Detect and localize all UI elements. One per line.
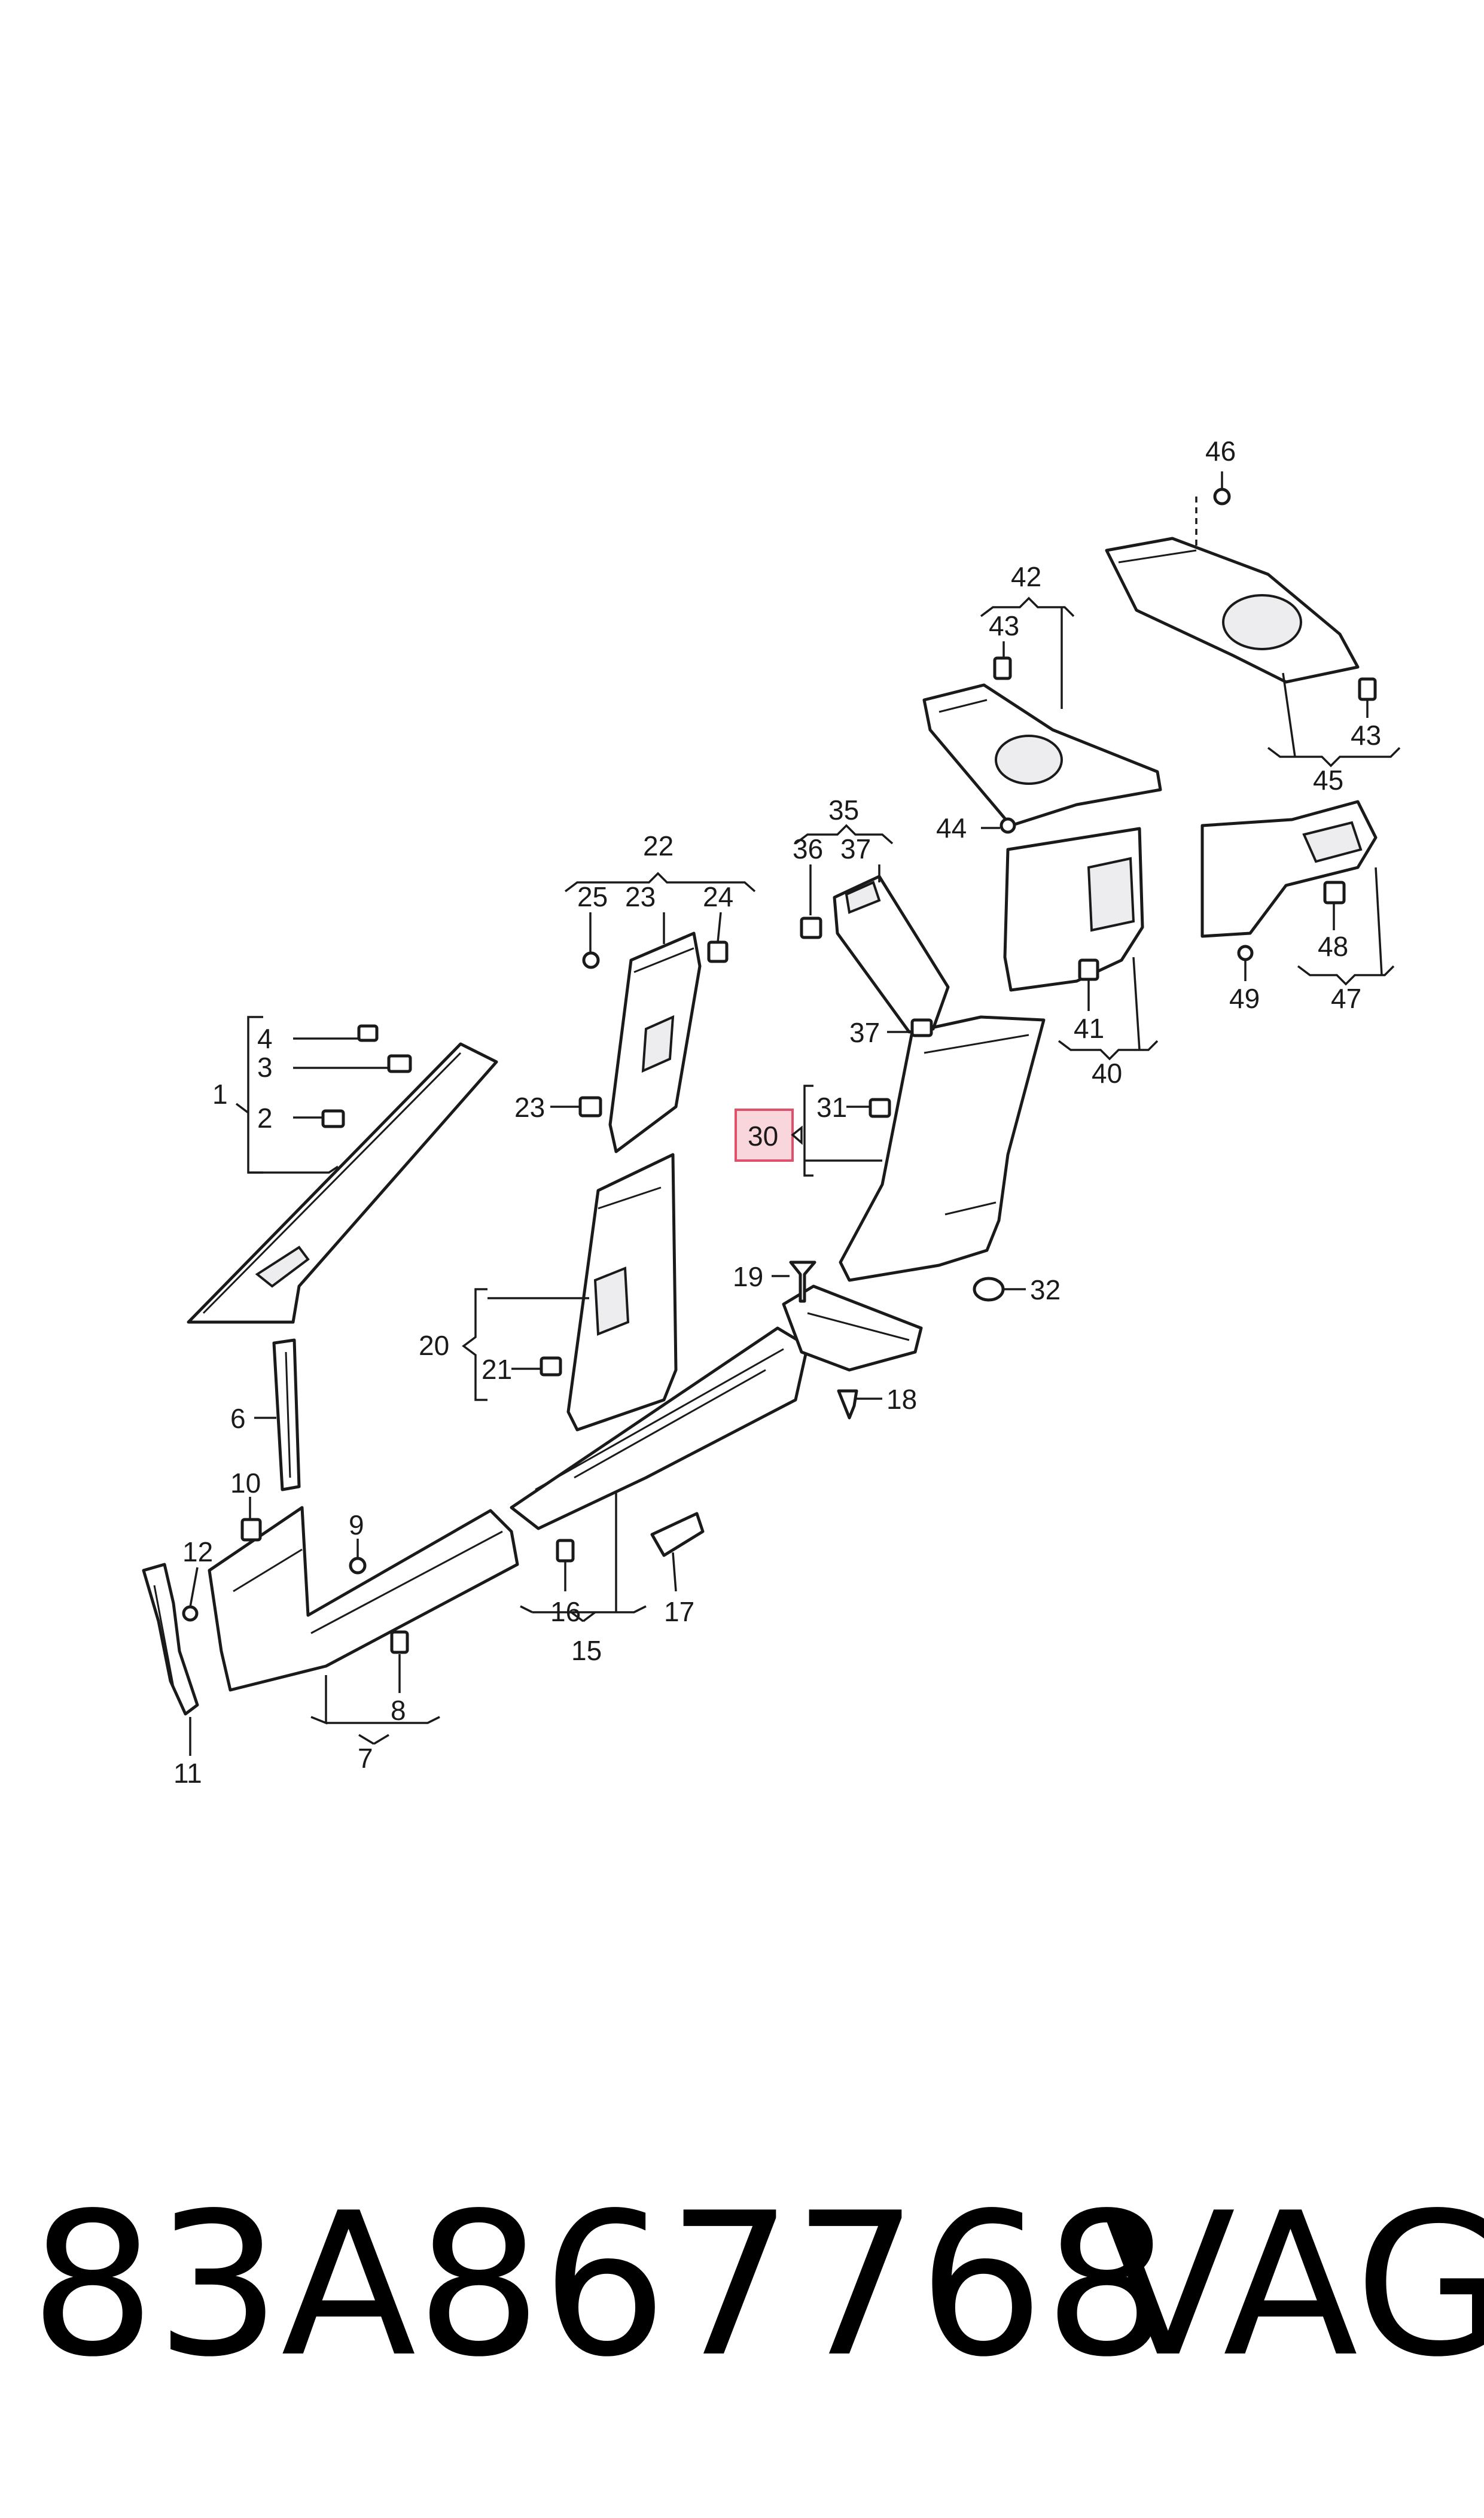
bracket-part bbox=[142, 1563, 199, 1716]
clip-31-shape bbox=[869, 1098, 891, 1118]
rear-side-trim-part bbox=[1200, 800, 1378, 938]
clip-36-shape bbox=[800, 917, 822, 939]
clip-8-shape bbox=[390, 1630, 409, 1654]
callout-18[interactable]: 18 bbox=[886, 1384, 917, 1415]
clip-37-shape bbox=[910, 1018, 933, 1037]
brand-label: VAG bbox=[1101, 2170, 1484, 2400]
callout-23-side[interactable]: 23 bbox=[514, 1092, 545, 1123]
upper-rear-housing-part bbox=[1105, 537, 1360, 684]
rear-speaker-housing-part bbox=[922, 683, 1162, 827]
callout-6[interactable]: 6 bbox=[230, 1403, 246, 1434]
strip-part bbox=[272, 1338, 301, 1491]
callout-47[interactable]: 47 bbox=[1331, 983, 1361, 1014]
callout-23-top[interactable]: 23 bbox=[625, 881, 656, 912]
part-number-label: 83A867768 bbox=[30, 2170, 1170, 2400]
callout-35[interactable]: 35 bbox=[828, 794, 859, 826]
clip-18-shape bbox=[837, 1389, 858, 1420]
callout-32[interactable]: 32 bbox=[1030, 1274, 1061, 1305]
callout-11[interactable]: 11 bbox=[173, 1758, 202, 1789]
clip-24-shape bbox=[707, 940, 729, 963]
rear-quarter-panel-part bbox=[1003, 827, 1144, 992]
screw-12-shape bbox=[182, 1605, 199, 1622]
leader-lines bbox=[189, 471, 1401, 1756]
callout-2[interactable]: 2 bbox=[257, 1103, 273, 1134]
callout-7[interactable]: 7 bbox=[358, 1743, 373, 1774]
callout-41[interactable]: 41 bbox=[1074, 1013, 1104, 1044]
callout-44[interactable]: 44 bbox=[936, 812, 967, 844]
b-pillar-upper-part bbox=[608, 931, 702, 1153]
callout-3[interactable]: 3 bbox=[257, 1052, 273, 1083]
b-pillar-lower-part bbox=[566, 1153, 678, 1432]
callout-37-side[interactable]: 37 bbox=[849, 1017, 880, 1048]
callout-46[interactable]: 46 bbox=[1205, 436, 1236, 467]
clip-3-shape bbox=[387, 1054, 412, 1073]
screw-9-shape bbox=[349, 1557, 367, 1575]
clip-16-shape bbox=[556, 1539, 575, 1563]
parts-drawings bbox=[142, 537, 1378, 1716]
callout-49[interactable]: 49 bbox=[1229, 983, 1260, 1014]
middle-sill-panel-part bbox=[510, 1326, 809, 1530]
callout-21[interactable]: 21 bbox=[482, 1354, 512, 1385]
c-pillar-upper-cover-part bbox=[833, 875, 950, 1034]
clip-48-shape bbox=[1323, 881, 1346, 905]
callout-42[interactable]: 42 bbox=[1011, 561, 1041, 592]
callout-48[interactable]: 48 bbox=[1318, 931, 1348, 962]
screw-46-shape bbox=[1213, 488, 1231, 506]
callout-30[interactable]: 30 bbox=[748, 1121, 778, 1152]
clip-4-shape bbox=[357, 1024, 379, 1042]
callout-31[interactable]: 31 bbox=[816, 1092, 847, 1123]
callout-1[interactable]: 1 bbox=[212, 1079, 228, 1110]
clip-10-shape bbox=[240, 1518, 262, 1542]
callout-43-lower[interactable]: 43 bbox=[1351, 720, 1381, 751]
clip-23-shape bbox=[578, 1096, 602, 1118]
fasteners bbox=[182, 488, 1377, 1654]
clip-2-shape bbox=[321, 1109, 345, 1128]
clip-43a-shape bbox=[993, 656, 1012, 680]
clip-21-shape bbox=[540, 1356, 562, 1377]
callout-37-top[interactable]: 37 bbox=[840, 833, 871, 864]
floor-cover-part bbox=[782, 1284, 923, 1372]
clip-41-shape bbox=[1078, 958, 1099, 981]
a-pillar-trim-part bbox=[187, 1042, 498, 1324]
front-sill-panel-part bbox=[208, 1506, 519, 1692]
callout-4[interactable]: 4 bbox=[257, 1023, 273, 1054]
callout-10[interactable]: 10 bbox=[230, 1467, 261, 1499]
callout-labels: 1 2 3 4 6 7 8 9 10 11 12 15 16 17 18 19 … bbox=[173, 436, 1381, 1789]
screw-25-shape bbox=[582, 951, 600, 969]
clip-bar-part bbox=[650, 1512, 705, 1557]
plug-32-shape bbox=[973, 1277, 1005, 1302]
callout-19[interactable]: 19 bbox=[733, 1261, 763, 1292]
callout-36[interactable]: 36 bbox=[793, 833, 823, 864]
callout-16[interactable]: 16 bbox=[550, 1596, 581, 1627]
callout-22[interactable]: 22 bbox=[643, 830, 674, 861]
clip-43b-shape bbox=[1358, 677, 1377, 701]
callout-15[interactable]: 15 bbox=[571, 1635, 602, 1666]
callout-40[interactable]: 40 bbox=[1092, 1058, 1122, 1089]
callout-9[interactable]: 9 bbox=[349, 1509, 364, 1540]
callout-24[interactable]: 24 bbox=[703, 881, 733, 912]
callout-25[interactable]: 25 bbox=[577, 881, 608, 912]
callout-43-upper[interactable]: 43 bbox=[989, 610, 1019, 641]
callout-20[interactable]: 20 bbox=[419, 1330, 449, 1361]
callout-8[interactable]: 8 bbox=[391, 1695, 406, 1726]
callout-45[interactable]: 45 bbox=[1313, 765, 1343, 796]
highlight-box bbox=[735, 1109, 794, 1162]
c-pillar-lower-trim-part bbox=[839, 1015, 1046, 1282]
callout-12[interactable]: 12 bbox=[182, 1536, 213, 1567]
screw-44-shape bbox=[1000, 817, 1016, 834]
callout-17[interactable]: 17 bbox=[664, 1596, 694, 1627]
screw-49-shape bbox=[1237, 945, 1254, 961]
screw-19-shape bbox=[789, 1260, 816, 1303]
